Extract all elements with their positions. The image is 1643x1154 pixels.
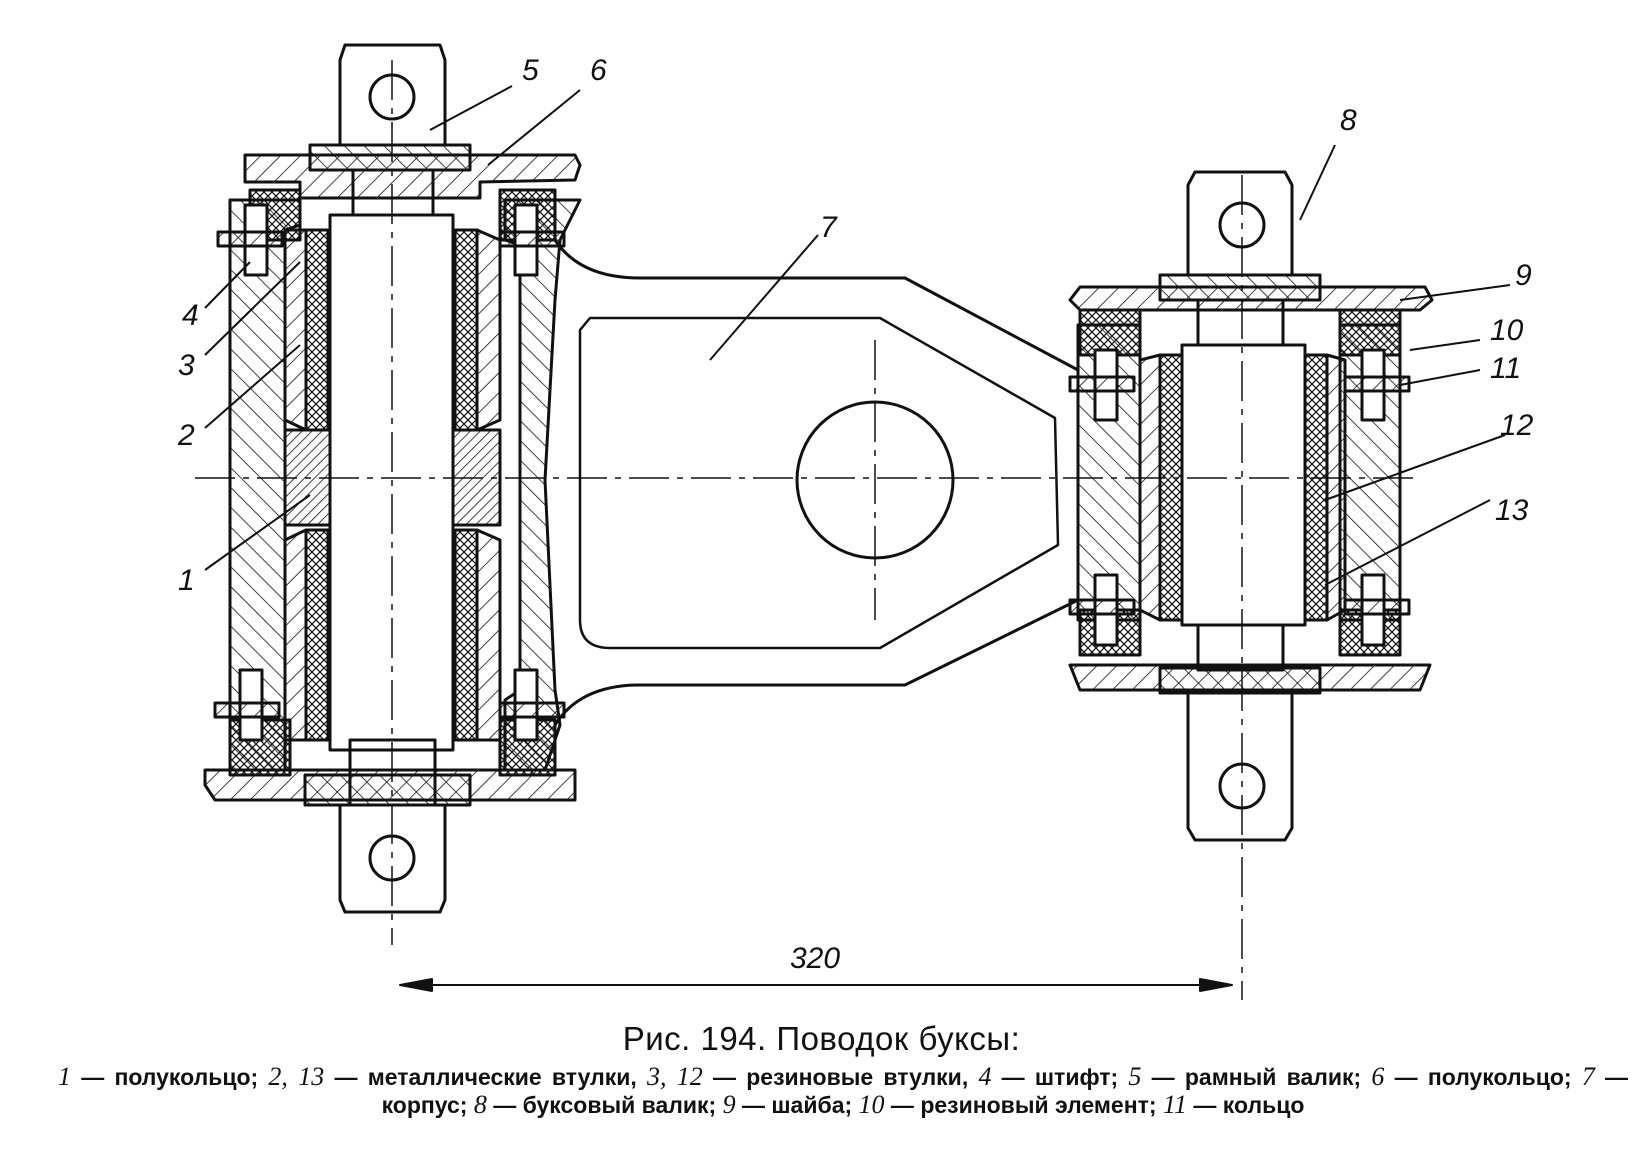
callout-1: 1 (178, 564, 195, 597)
dimension-line (399, 978, 1233, 992)
callout-labels: 1 2 3 4 5 6 7 8 9 10 11 12 13 320 (177, 54, 1534, 975)
legend-item: 8 — буксовый валик; (473, 1090, 723, 1119)
legend-item: 2, 13 — металлические втулки, (268, 1062, 647, 1091)
callout-8: 8 (1340, 104, 1357, 137)
legend-item: 3, 12 — резиновые втулки, (646, 1062, 979, 1091)
legend-item: 4 — штифт; (978, 1062, 1129, 1091)
callout-13: 13 (1495, 494, 1529, 527)
legend-item: 9 — шайба; (722, 1090, 859, 1119)
figure-legend: 1 — полукольцо; 2, 13 — металлические вт… (58, 1063, 1628, 1119)
callout-7: 7 (820, 211, 838, 244)
callout-2: 2 (177, 419, 195, 452)
housing-body (553, 239, 1080, 726)
callout-6: 6 (590, 54, 607, 87)
callout-12: 12 (1500, 409, 1534, 442)
legend-item: 5 — рамный валик; (1128, 1062, 1372, 1091)
callout-9: 9 (1515, 259, 1532, 292)
callout-4: 4 (182, 299, 199, 332)
technical-drawing: 1 2 3 4 5 6 7 8 9 10 11 12 13 320 (177, 43, 1534, 1000)
callout-3: 3 (178, 349, 195, 382)
figure-caption: Рис. 194. Поводок буксы: (622, 1020, 1021, 1057)
legend-item: 10 — резиновый элемент; (858, 1090, 1163, 1119)
right-assembly (1068, 170, 1434, 842)
legend-item: 7 — корпус; (381, 1062, 1629, 1119)
legend-item: 1 — полукольцо; (58, 1062, 269, 1091)
leader-lines (204, 85, 1511, 586)
callout-10: 10 (1490, 314, 1524, 347)
legend-item: 11 — кольцо (1162, 1090, 1305, 1119)
dimension-label: 320 (790, 942, 840, 975)
legend-item: 6 — полукольцо; (1371, 1062, 1582, 1091)
callout-5: 5 (522, 54, 539, 87)
callout-11: 11 (1490, 352, 1521, 385)
